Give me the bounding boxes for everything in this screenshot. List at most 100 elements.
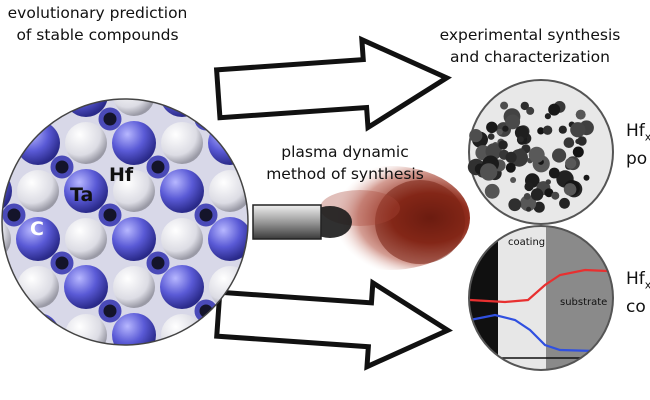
hf-ta-atom xyxy=(112,121,156,165)
nozzle xyxy=(252,204,322,240)
nanoparticle xyxy=(526,106,535,115)
carbon-atom xyxy=(98,203,122,227)
hf-ta-atom xyxy=(16,313,60,345)
nanoparticle xyxy=(486,121,498,133)
hf-atom-label: Hf xyxy=(109,164,134,186)
hf-ta-atom xyxy=(256,361,300,400)
nanoparticle xyxy=(577,136,587,146)
white-atom xyxy=(161,314,203,345)
nanoparticle xyxy=(548,103,561,116)
white-atom xyxy=(17,170,59,212)
coating-label: coating xyxy=(508,237,546,248)
carbon-atom xyxy=(149,350,167,368)
nanoparticle xyxy=(537,127,545,135)
hf-ta-atom xyxy=(160,99,204,117)
nanoparticle xyxy=(548,167,560,179)
white-atom xyxy=(65,314,107,345)
carbon-atom xyxy=(98,107,122,131)
white-atom xyxy=(65,218,107,260)
white-atom xyxy=(161,218,203,260)
nanoparticle xyxy=(558,125,567,134)
nanoparticle xyxy=(520,101,529,111)
carbon-atom xyxy=(146,155,170,179)
carbon-atom xyxy=(2,107,26,131)
white-atom xyxy=(113,362,155,400)
left-heading: evolutionary prediction of stable compou… xyxy=(0,2,215,46)
nanoparticle xyxy=(496,128,503,135)
bottom-arrow xyxy=(214,278,453,371)
nanoparticle xyxy=(508,198,522,212)
hf-ta-atom xyxy=(64,265,108,309)
nanoparticle xyxy=(526,206,532,212)
nanoparticle xyxy=(563,137,575,148)
hf-ta-atom xyxy=(16,217,60,261)
nanoparticle xyxy=(523,193,531,200)
white-atom xyxy=(161,122,203,164)
white-atom xyxy=(2,122,11,164)
hf-ta-atom xyxy=(160,265,204,309)
nanoparticle xyxy=(498,140,508,150)
hf-ta-atom xyxy=(2,265,12,309)
right-heading-line-1: experimental synthesis xyxy=(439,26,621,44)
ta-atom-label: Ta xyxy=(70,184,94,206)
hf-ta-atom xyxy=(112,313,156,345)
nanoparticle-photo xyxy=(467,79,614,225)
nanoparticle xyxy=(505,151,517,163)
nanoparticle xyxy=(514,125,529,140)
hf-ta-atom xyxy=(160,361,204,400)
nanoparticle xyxy=(565,158,575,168)
carbon-atom xyxy=(50,155,74,179)
nanoparticle xyxy=(545,179,551,185)
carbon-atom xyxy=(194,203,218,227)
nanoparticle xyxy=(517,136,524,143)
nanoparticle xyxy=(469,129,483,143)
hf-ta-atom xyxy=(64,99,108,117)
nanoparticle xyxy=(487,133,495,140)
nanoparticle xyxy=(502,125,509,132)
substrate-label: substrate xyxy=(560,297,608,308)
white-atom xyxy=(65,122,107,164)
nanoparticle xyxy=(570,122,586,138)
right-heading-line-2: and characterization xyxy=(450,48,610,66)
nanoparticle xyxy=(505,114,521,130)
c-atom-label: C xyxy=(30,218,44,240)
carbon-atom xyxy=(146,251,170,275)
carbon-atom xyxy=(194,107,218,131)
nanoparticle xyxy=(520,195,537,212)
nanoparticle xyxy=(530,188,544,201)
top-result-label: Hfx po xyxy=(626,120,650,170)
carbon-atom xyxy=(50,251,74,275)
nanoparticle xyxy=(542,125,553,135)
coating-photo xyxy=(468,225,614,371)
nanoparticle xyxy=(551,191,560,200)
white-atom xyxy=(209,362,251,400)
hf-ta-atom xyxy=(160,169,204,213)
nanoparticle xyxy=(563,183,577,196)
nanoparticle xyxy=(484,183,500,199)
carbon-atom xyxy=(242,251,248,275)
white-atom xyxy=(113,170,155,212)
nanoparticle xyxy=(559,197,570,209)
nanoparticle xyxy=(544,113,552,120)
center-heading-line-2: method of synthesis xyxy=(266,165,424,183)
white-atom xyxy=(113,99,155,116)
white-atom xyxy=(17,266,59,308)
white-atom xyxy=(17,99,59,116)
left-heading-line-2: of stable compounds xyxy=(16,26,179,44)
nanoparticle xyxy=(572,146,584,158)
bottom-result-rest: co xyxy=(626,297,646,318)
white-atom xyxy=(113,266,155,308)
nanoparticle xyxy=(528,146,545,163)
hf-ta-atom xyxy=(0,361,12,400)
nanoparticle xyxy=(533,201,545,213)
hf-ta-atom xyxy=(208,217,248,261)
nanoparticle xyxy=(480,163,498,181)
nanoparticle xyxy=(575,109,586,120)
white-atom xyxy=(2,314,11,345)
carbon-atom xyxy=(2,299,26,323)
nanoparticle xyxy=(524,181,534,192)
hf-ta-atom xyxy=(64,169,108,213)
right-heading: experimental synthesis and characterizat… xyxy=(420,24,640,68)
nanoparticle xyxy=(583,174,590,181)
